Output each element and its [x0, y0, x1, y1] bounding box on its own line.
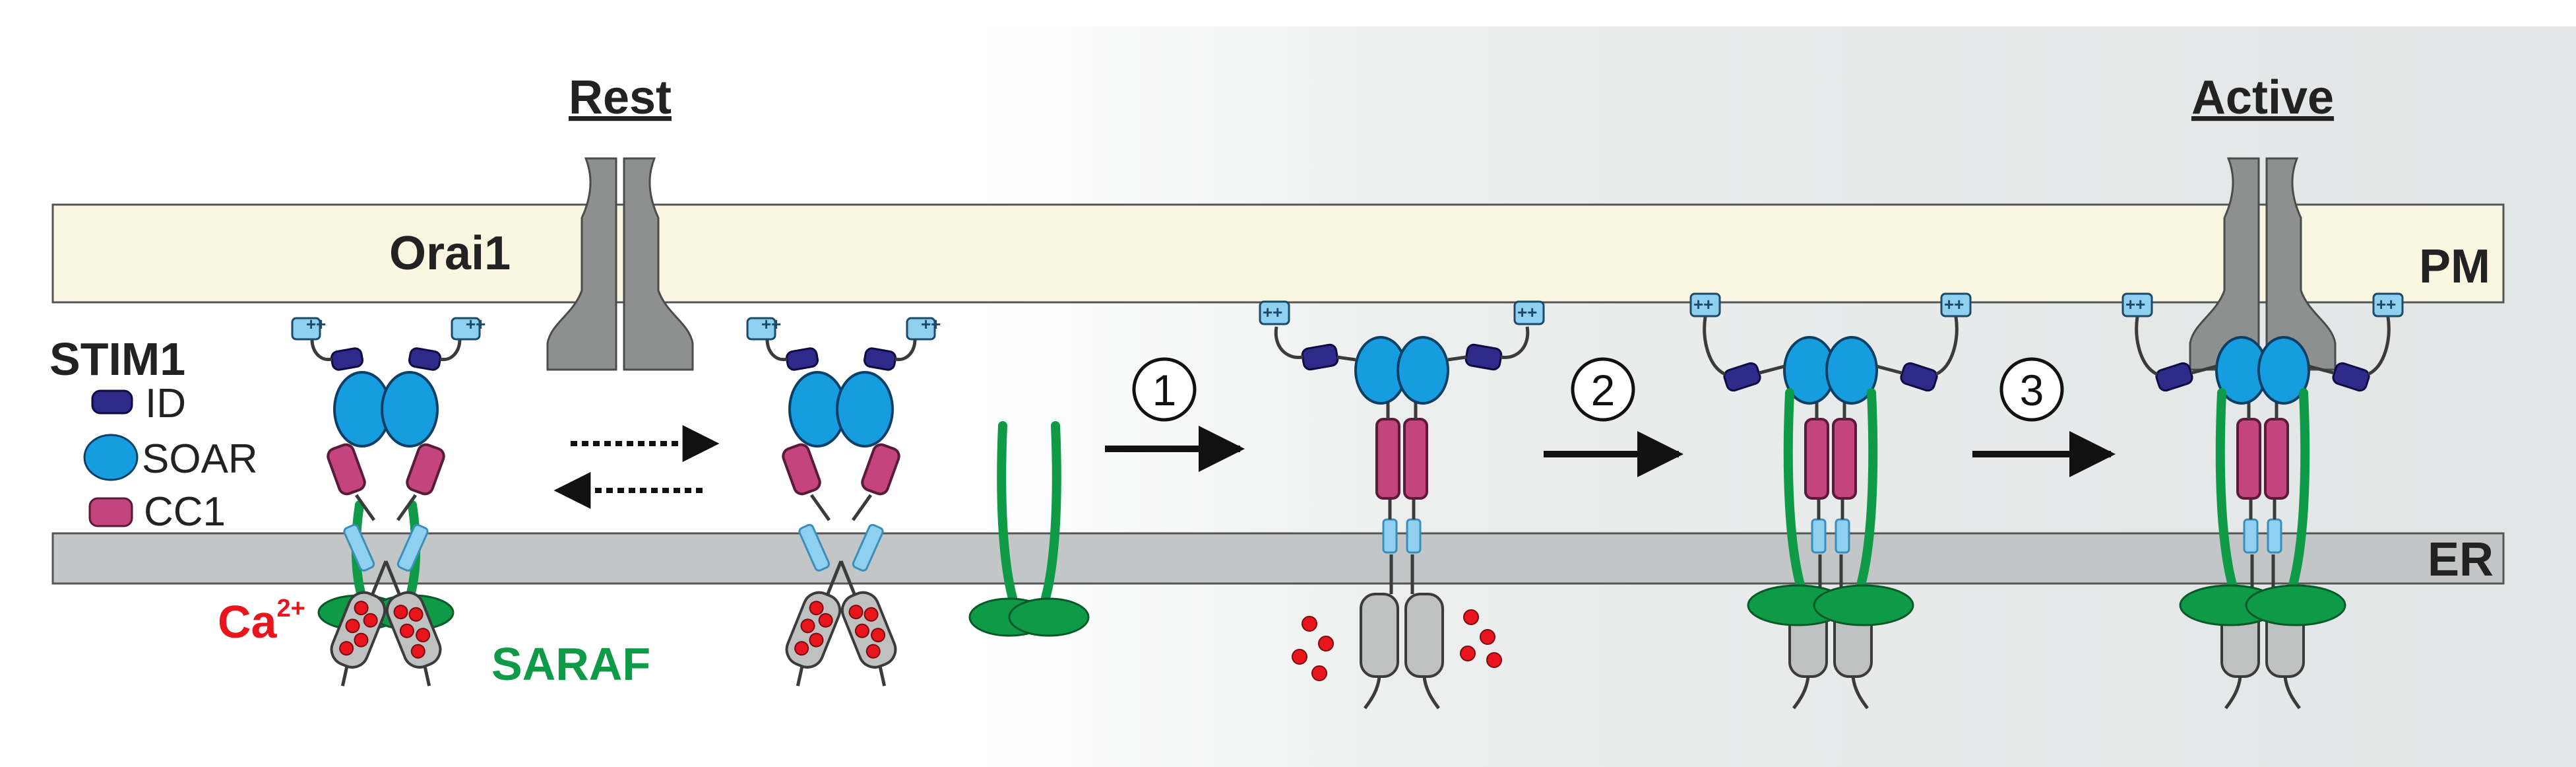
step-2-badge	[1571, 357, 1635, 422]
plus-box-text: ++	[1517, 302, 1537, 322]
er-membrane	[51, 532, 2505, 585]
soar-legend-label: SOAR	[142, 436, 258, 482]
plus-box-text: ++	[761, 314, 781, 334]
calcium-label: Ca2+	[218, 595, 305, 648]
stim1-saraf-complex	[1689, 292, 1972, 708]
plus-box-text: ++	[1944, 294, 1964, 314]
saraf-label: SARAF	[491, 638, 650, 690]
plus-box-text: ++	[2125, 294, 2145, 314]
plus-box-text: ++	[2376, 294, 2396, 314]
er-label: ER	[2428, 533, 2494, 586]
id-legend-label: ID	[145, 381, 186, 426]
step-1-badge	[1132, 357, 1197, 422]
cc1-legend-label: CC1	[144, 489, 226, 535]
soar-legend-icon	[83, 434, 139, 481]
stim1-label: STIM1	[49, 333, 185, 385]
active-title: Active	[2191, 71, 2334, 124]
stim1-saraf-active-complex	[2121, 292, 2404, 708]
plus-box-text: ++	[1263, 302, 1282, 322]
step-3-badge	[1999, 357, 2064, 422]
id-legend-icon	[91, 389, 133, 415]
plus-box-text: ++	[921, 314, 941, 334]
step-2-number: 2	[1591, 366, 1616, 415]
step-1-number: 1	[1152, 366, 1177, 415]
orai1-label: Orai1	[389, 227, 511, 280]
plus-box-text: ++	[466, 314, 486, 334]
plasma-membrane	[51, 203, 2505, 304]
pm-label: PM	[2419, 240, 2490, 293]
cc1-legend-icon	[88, 497, 133, 527]
stim1-dimer-unfolded	[1259, 300, 1545, 708]
rest-title: Rest	[569, 71, 672, 124]
plus-box-text: ++	[1693, 294, 1713, 314]
saraf-free	[968, 421, 1090, 637]
plus-box-text: ++	[306, 314, 326, 334]
step-3-number: 3	[2020, 366, 2044, 415]
